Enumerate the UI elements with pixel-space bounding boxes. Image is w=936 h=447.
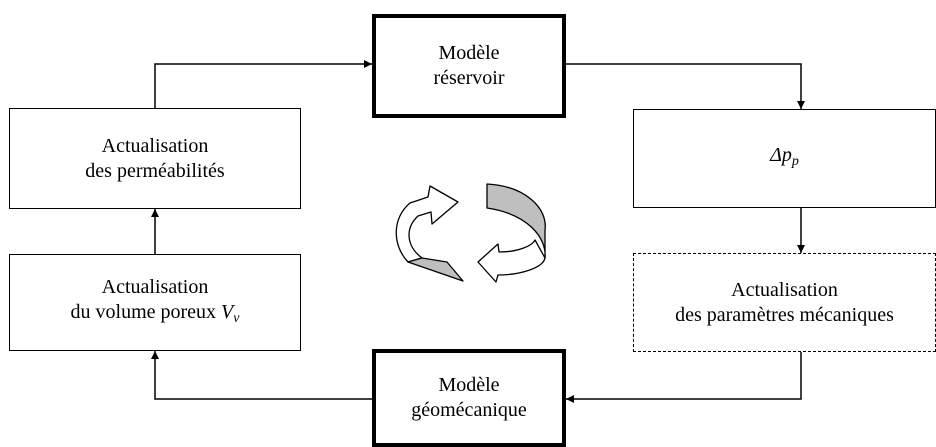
mechanical-params-line2: des paramètres mécaniques [675, 303, 894, 326]
permeability-line2: des perméabilités [85, 159, 225, 182]
pore-pressure-change-box: Δpp [633, 109, 936, 208]
mechanical-params-line1: Actualisation [731, 278, 838, 301]
arrow-reservoir-to-delta [565, 63, 805, 109]
pore-volume-line1: Actualisation [101, 275, 209, 298]
delta-p-subscript: p [791, 154, 799, 169]
permeability-line1: Actualisation [101, 134, 209, 157]
reservoir-model-box: Modèle réservoir [372, 14, 566, 118]
mechanical-params-update-box: Actualisation des paramètres mécaniques [633, 253, 936, 352]
reservoir-model-line2: réservoir [433, 67, 505, 89]
geomechanical-model-line1: Modèle [438, 374, 500, 396]
pore-volume-update-box: Actualisation du volume poreux Vv [9, 254, 301, 351]
arrow-meca-to-geomeca [566, 352, 802, 403]
arrow-perm-to-reservoir [154, 60, 372, 108]
reservoir-model-line1: Modèle [438, 42, 500, 64]
pore-volume-line2: du volume poreux Vv [71, 300, 240, 331]
pore-volume-line2-text: du volume poreux [70, 300, 222, 323]
pore-volume-subscript: v [233, 310, 240, 326]
arrow-geomeca-to-volume [151, 351, 372, 400]
permeability-update-box: Actualisation des perméabilités [9, 108, 301, 209]
pore-volume-symbol: V [221, 300, 234, 323]
geomechanical-model-box: Modèle géomécanique [372, 349, 566, 447]
geomechanical-model-line2: géomécanique [411, 399, 527, 421]
delta-p-symbol: Δp [770, 144, 792, 166]
circular-refresh-arrows-icon [395, 183, 546, 283]
pore-pressure-change-label: Δpp [770, 143, 799, 174]
